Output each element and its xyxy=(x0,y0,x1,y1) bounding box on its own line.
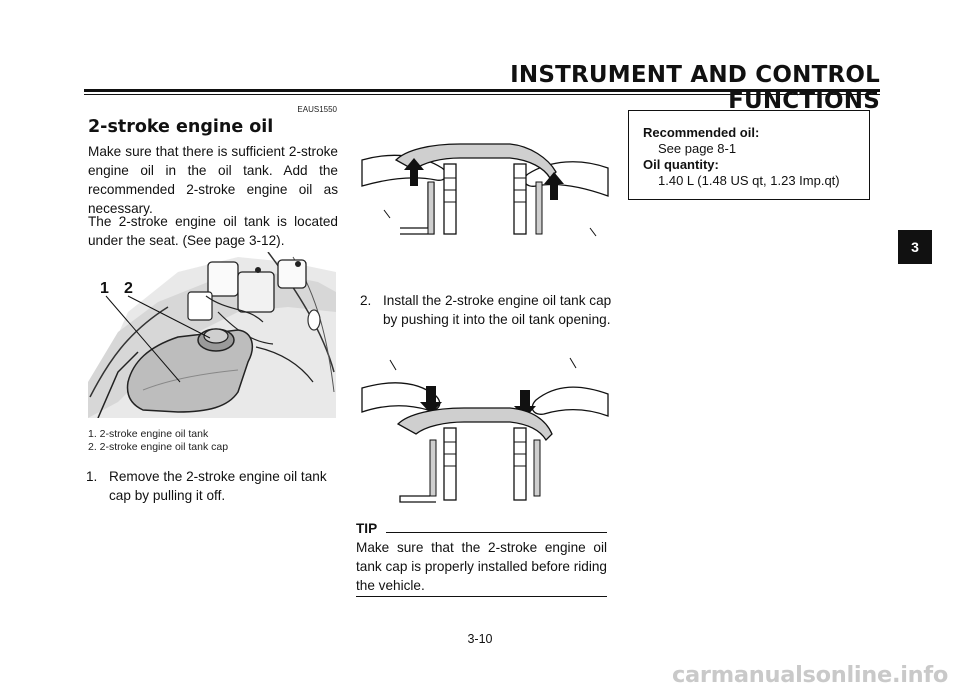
section-code: EAUS1550 xyxy=(297,105,337,114)
section-heading: 2-stroke engine oil xyxy=(88,117,274,137)
page-number: 3-10 xyxy=(467,632,493,646)
step-1: 1. Remove the 2-stroke engine oil tank c… xyxy=(86,467,338,505)
tip-rule-top xyxy=(386,532,607,533)
callout-1: 1 xyxy=(100,280,109,297)
figure-caption-2: 2. 2-stroke engine oil tank cap xyxy=(88,441,229,453)
step-2-number: 2. xyxy=(360,293,372,308)
recommended-oil-value: See page 8-1 xyxy=(658,141,737,156)
oil-quantity-value: 1.40 L (1.48 US qt, 1.23 Imp.qt) xyxy=(658,173,840,188)
oil-quantity-label: Oil quantity: xyxy=(643,157,719,172)
cap-install-illustration xyxy=(361,357,609,503)
location-paragraph: The 2-stroke engine oil tank is located … xyxy=(88,214,338,248)
figure-caption-1: 1. 2-stroke engine oil tank xyxy=(88,428,209,440)
step-1-text: Remove the 2-stroke engine oil tank cap … xyxy=(109,469,327,503)
step-1-number: 1. xyxy=(86,469,98,484)
tip-text: Make sure that the 2-stroke engine oil t… xyxy=(356,540,607,593)
intro-paragraph: Make sure that there is sufficient 2-str… xyxy=(88,144,338,216)
tip-rule-bottom xyxy=(356,596,607,597)
header-rule xyxy=(84,89,880,92)
step-2: 2. Install the 2-stroke engine oil tank … xyxy=(360,291,612,329)
tip-label: TIP xyxy=(356,521,378,536)
watermark: carmanualsonline.info xyxy=(672,662,948,688)
chapter-tab[interactable]: 3 xyxy=(898,230,932,264)
step-2-text: Install the 2-stroke engine oil tank cap… xyxy=(383,293,612,327)
cap-removal-illustration xyxy=(361,143,609,237)
page-header-title: INSTRUMENT AND CONTROL FUNCTIONS xyxy=(510,62,880,114)
header-rule-thin xyxy=(84,94,880,95)
recommended-oil-label: Recommended oil: xyxy=(643,125,760,140)
oil-spec-box: Recommended oil: See page 8-1 Oil quanti… xyxy=(628,110,870,200)
oil-tank-illustration xyxy=(88,252,336,418)
callout-2: 2 xyxy=(124,280,133,297)
